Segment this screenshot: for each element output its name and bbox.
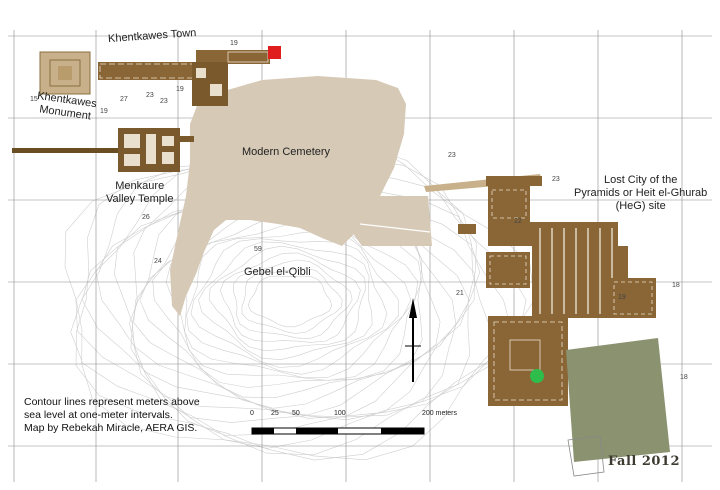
map-note: Contour lines represent meters above sea… [24,396,200,434]
scale-bar [251,427,425,435]
elevation-label: 19 [100,108,108,115]
elevation-label: 18 [672,282,680,289]
elevation-label: 19 [176,86,184,93]
scale-tick: 50 [292,410,300,417]
menkaure-valley-temple-shape [118,128,194,172]
khentkawes-town-structures [98,50,270,106]
elevation-label: 23 [552,176,560,183]
elevation-label: 23 [448,152,456,159]
scale-tick: 200 meters [422,410,458,417]
elevation-label: 26 [142,214,150,221]
date-stamp: Fall 2012 [608,454,681,469]
label-lost-city: Lost City of the Pyramids or Heit el-Ghu… [574,174,708,212]
elevation-label: 23 [146,92,154,99]
elevation-label: 23 [160,98,168,105]
elevation-label: 27 [120,96,128,103]
contour-line [70,160,513,456]
elevation-label: 24 [154,258,162,265]
scale-tick: 0 [250,410,254,417]
cemetery-annex [352,196,432,246]
heg-site-structures [424,174,656,406]
north-arrow-icon [405,298,421,382]
contour-line [75,159,492,449]
elevation-label: 21 [456,290,464,297]
scale-tick: 25 [271,410,279,417]
contour-line [233,259,353,339]
scale-tick: 100 [334,410,346,417]
contour-line [247,275,333,328]
label-modern-cemetery: Modern Cemetery [242,146,331,158]
elevation-label: 22 [514,218,522,225]
modern-cemetery-area [170,76,406,316]
green-marker-icon [530,369,544,383]
label-menkaure-valley-temple: Menkaure Valley Temple [106,180,174,205]
heg-outline [567,435,605,477]
elevation-label: 59 [254,246,262,253]
elevation-label: 18 [680,374,688,381]
contour-line [198,241,373,361]
heg-field [566,338,670,462]
elevation-label: 19 [230,40,238,47]
contour-line [209,245,366,352]
elevation-label: 15 [30,96,38,103]
contour-line [219,252,361,343]
contour-line [241,267,343,334]
menkaure-causeway [12,148,122,153]
red-marker-icon [268,46,281,59]
label-gebel-el-qibli: Gebel el-Qibli [244,266,311,278]
elevation-label: 19 [618,294,626,301]
